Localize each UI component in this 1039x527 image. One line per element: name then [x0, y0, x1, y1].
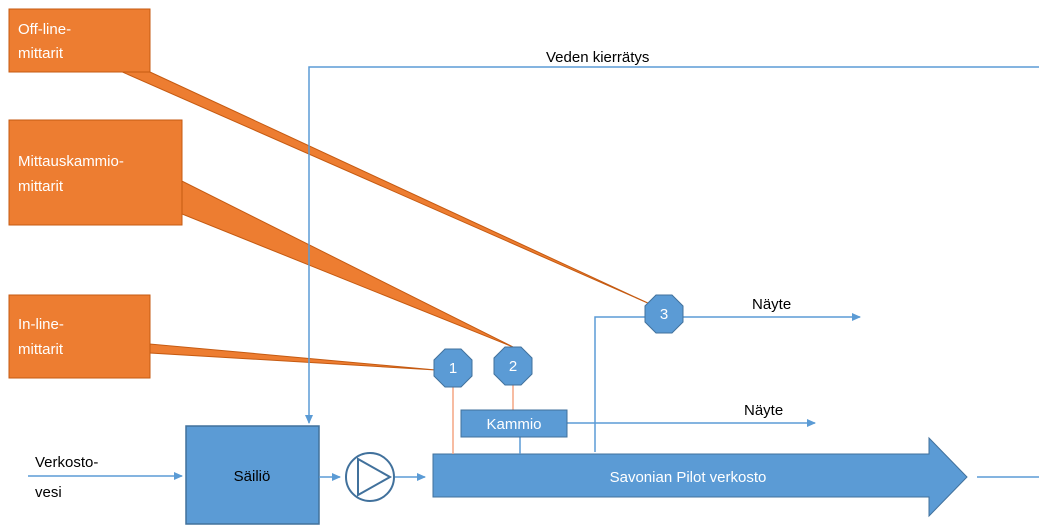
inline-meters-callout: In-line- mittarit [8, 294, 151, 379]
offline-callout-line2: mittarit [18, 45, 64, 62]
badge-2-label: 2 [509, 358, 517, 375]
network-arrow: Savonian Pilot verkosto [432, 436, 968, 518]
sample-line-top [594, 313, 861, 452]
recirculation-label: Veden kierrätys [546, 49, 649, 66]
badge-1-label: 1 [449, 360, 457, 377]
inline-callout-pointer [149, 343, 437, 371]
tank-box: Säiliö [185, 425, 320, 525]
inline-callout-line2: mittarit [18, 341, 64, 358]
sensor-badge-2: 2 [493, 346, 533, 386]
chamber-box: Kammio [460, 409, 568, 438]
source-label-line2: vesi [35, 484, 62, 501]
chamber-label: Kammio [486, 416, 541, 433]
pump-icon [345, 452, 395, 502]
source-label-line1: Verkosto- [35, 454, 98, 471]
sample-label-top: Näyte [752, 296, 791, 313]
chamber-callout-pointer [148, 163, 514, 348]
inline-callout-line1: In-line- [18, 316, 64, 333]
network-label: Savonian Pilot verkosto [610, 469, 767, 486]
chamber-meters-callout: Mittauskammio- mittarit [8, 119, 183, 226]
sensor-badge-3: 3 [644, 294, 684, 334]
sample-label-mid: Näyte [744, 402, 783, 419]
offline-callout-line1: Off-line- [18, 21, 71, 38]
recirculation-line [305, 66, 1039, 424]
chamber-callout-line2: mittarit [18, 178, 64, 195]
badge-3-label: 3 [660, 306, 668, 323]
sensor-badge-1: 1 [433, 348, 473, 388]
offline-meters-callout: Off-line- mittarit [8, 8, 151, 73]
tank-label: Säiliö [234, 468, 271, 485]
chamber-callout-line1: Mittauskammio- [18, 153, 124, 170]
